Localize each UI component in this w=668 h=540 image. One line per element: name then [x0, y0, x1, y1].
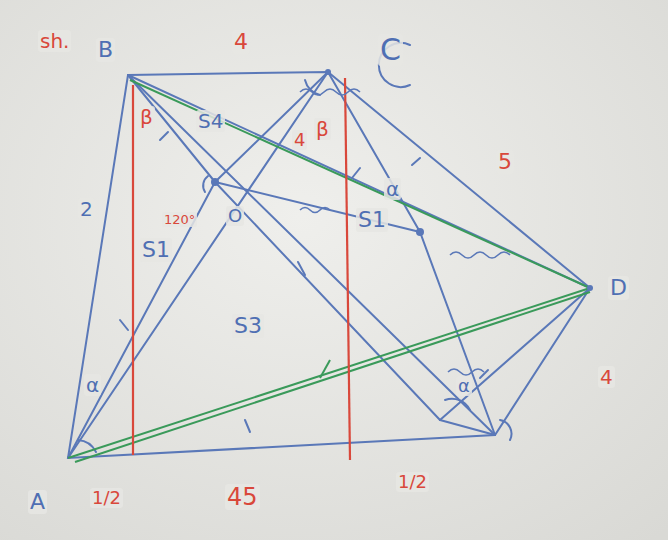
angle-label: α	[456, 376, 472, 396]
note: sh.	[38, 30, 71, 52]
angle-label: β	[314, 118, 331, 140]
length-label: 5	[496, 150, 514, 174]
angle-label: α	[384, 178, 401, 200]
area-label: S1	[356, 208, 388, 232]
point-label: O	[226, 206, 244, 226]
angle-label: α	[84, 374, 101, 396]
length-label: 4	[598, 366, 615, 388]
point-label: C	[378, 34, 403, 66]
figure-lines	[68, 43, 590, 458]
length-label: 4	[292, 130, 307, 150]
length-label: 2	[78, 198, 95, 220]
length-label: 45	[225, 484, 260, 510]
length-label: 4	[232, 30, 250, 54]
length-label: 1/2	[90, 488, 123, 508]
point-label: D	[608, 276, 629, 300]
area-label: S1	[140, 238, 172, 262]
length-label: 1/2	[396, 472, 429, 492]
point-label: B	[96, 38, 115, 62]
points	[211, 69, 593, 291]
angle-label: β	[138, 106, 155, 128]
area-label: S3	[232, 314, 264, 338]
area-label: S4	[196, 110, 225, 132]
height-lines	[133, 78, 350, 460]
point-label: A	[28, 490, 47, 514]
angle-label: 120°	[162, 212, 197, 227]
squiggles	[300, 89, 510, 375]
green-lines	[68, 80, 590, 462]
